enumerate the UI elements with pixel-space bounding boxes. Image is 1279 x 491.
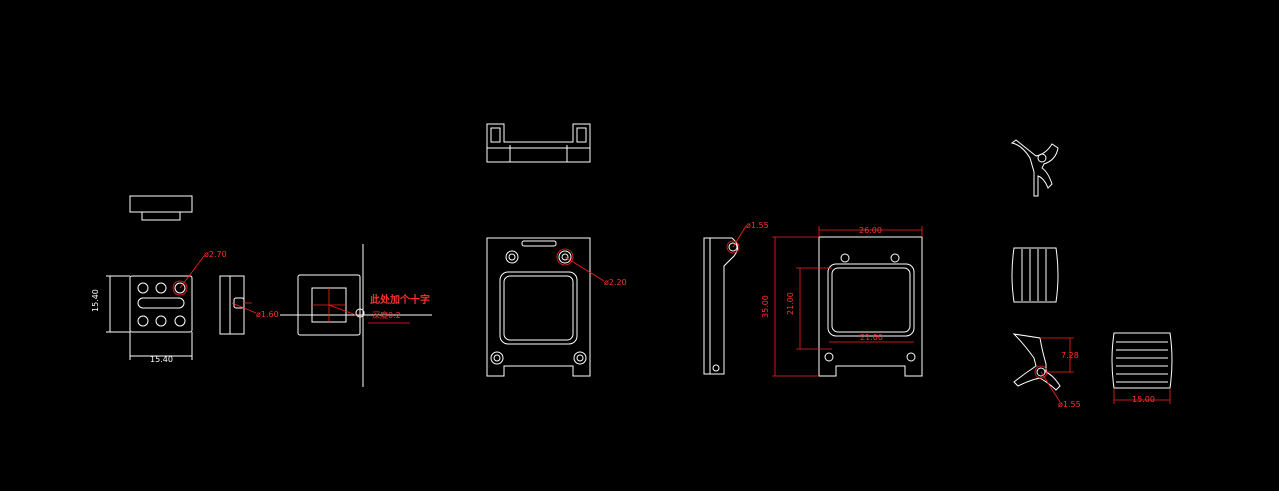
block-side-view: [219, 275, 257, 335]
frame2-inner-height-dim: 21.00: [786, 292, 795, 315]
block-height-dim: 15.40: [91, 289, 100, 312]
clip-offset-dim: 7.28: [1061, 351, 1079, 360]
clip-top-view: [1010, 139, 1059, 197]
cross-note-line1: 此处加个十字: [370, 293, 430, 306]
frame2-total-height-dim: 35.00: [761, 295, 770, 318]
cross-mark-view: [280, 244, 432, 387]
frame2-dimensions: [772, 226, 923, 377]
arm-hole-dim: ø1.55: [746, 221, 769, 230]
clip-bottom-view: [1012, 333, 1061, 391]
block-width-dim: 15.40: [150, 355, 173, 364]
roller-dimensions: [1113, 388, 1171, 404]
arm-side-view: [703, 225, 747, 375]
clip-hole-dim: ø1.55: [1058, 400, 1081, 409]
frame2-inner-width-dim: 21.00: [860, 333, 883, 342]
frame-hole-dim: ø2.20: [604, 278, 627, 287]
frame-top-view: [486, 123, 591, 163]
side-hole-dim: ø1.60: [256, 310, 279, 319]
block-hole-dim: ø2.70: [204, 250, 227, 259]
block-top-view: [129, 195, 193, 221]
clip-dimensions: [1040, 337, 1074, 403]
block-front-view: [129, 275, 193, 333]
roller-width-dim: 15.00: [1132, 395, 1155, 404]
roller-wide-view: [1111, 332, 1173, 389]
block-dimensions: [106, 255, 205, 360]
cross-note-line2: 深度0.2: [372, 310, 401, 320]
roller-view: [1011, 247, 1059, 303]
frame2-front-view: [818, 236, 923, 377]
frame2-top-width-dim: 26.00: [859, 226, 882, 235]
frame-front-view: [486, 237, 605, 377]
